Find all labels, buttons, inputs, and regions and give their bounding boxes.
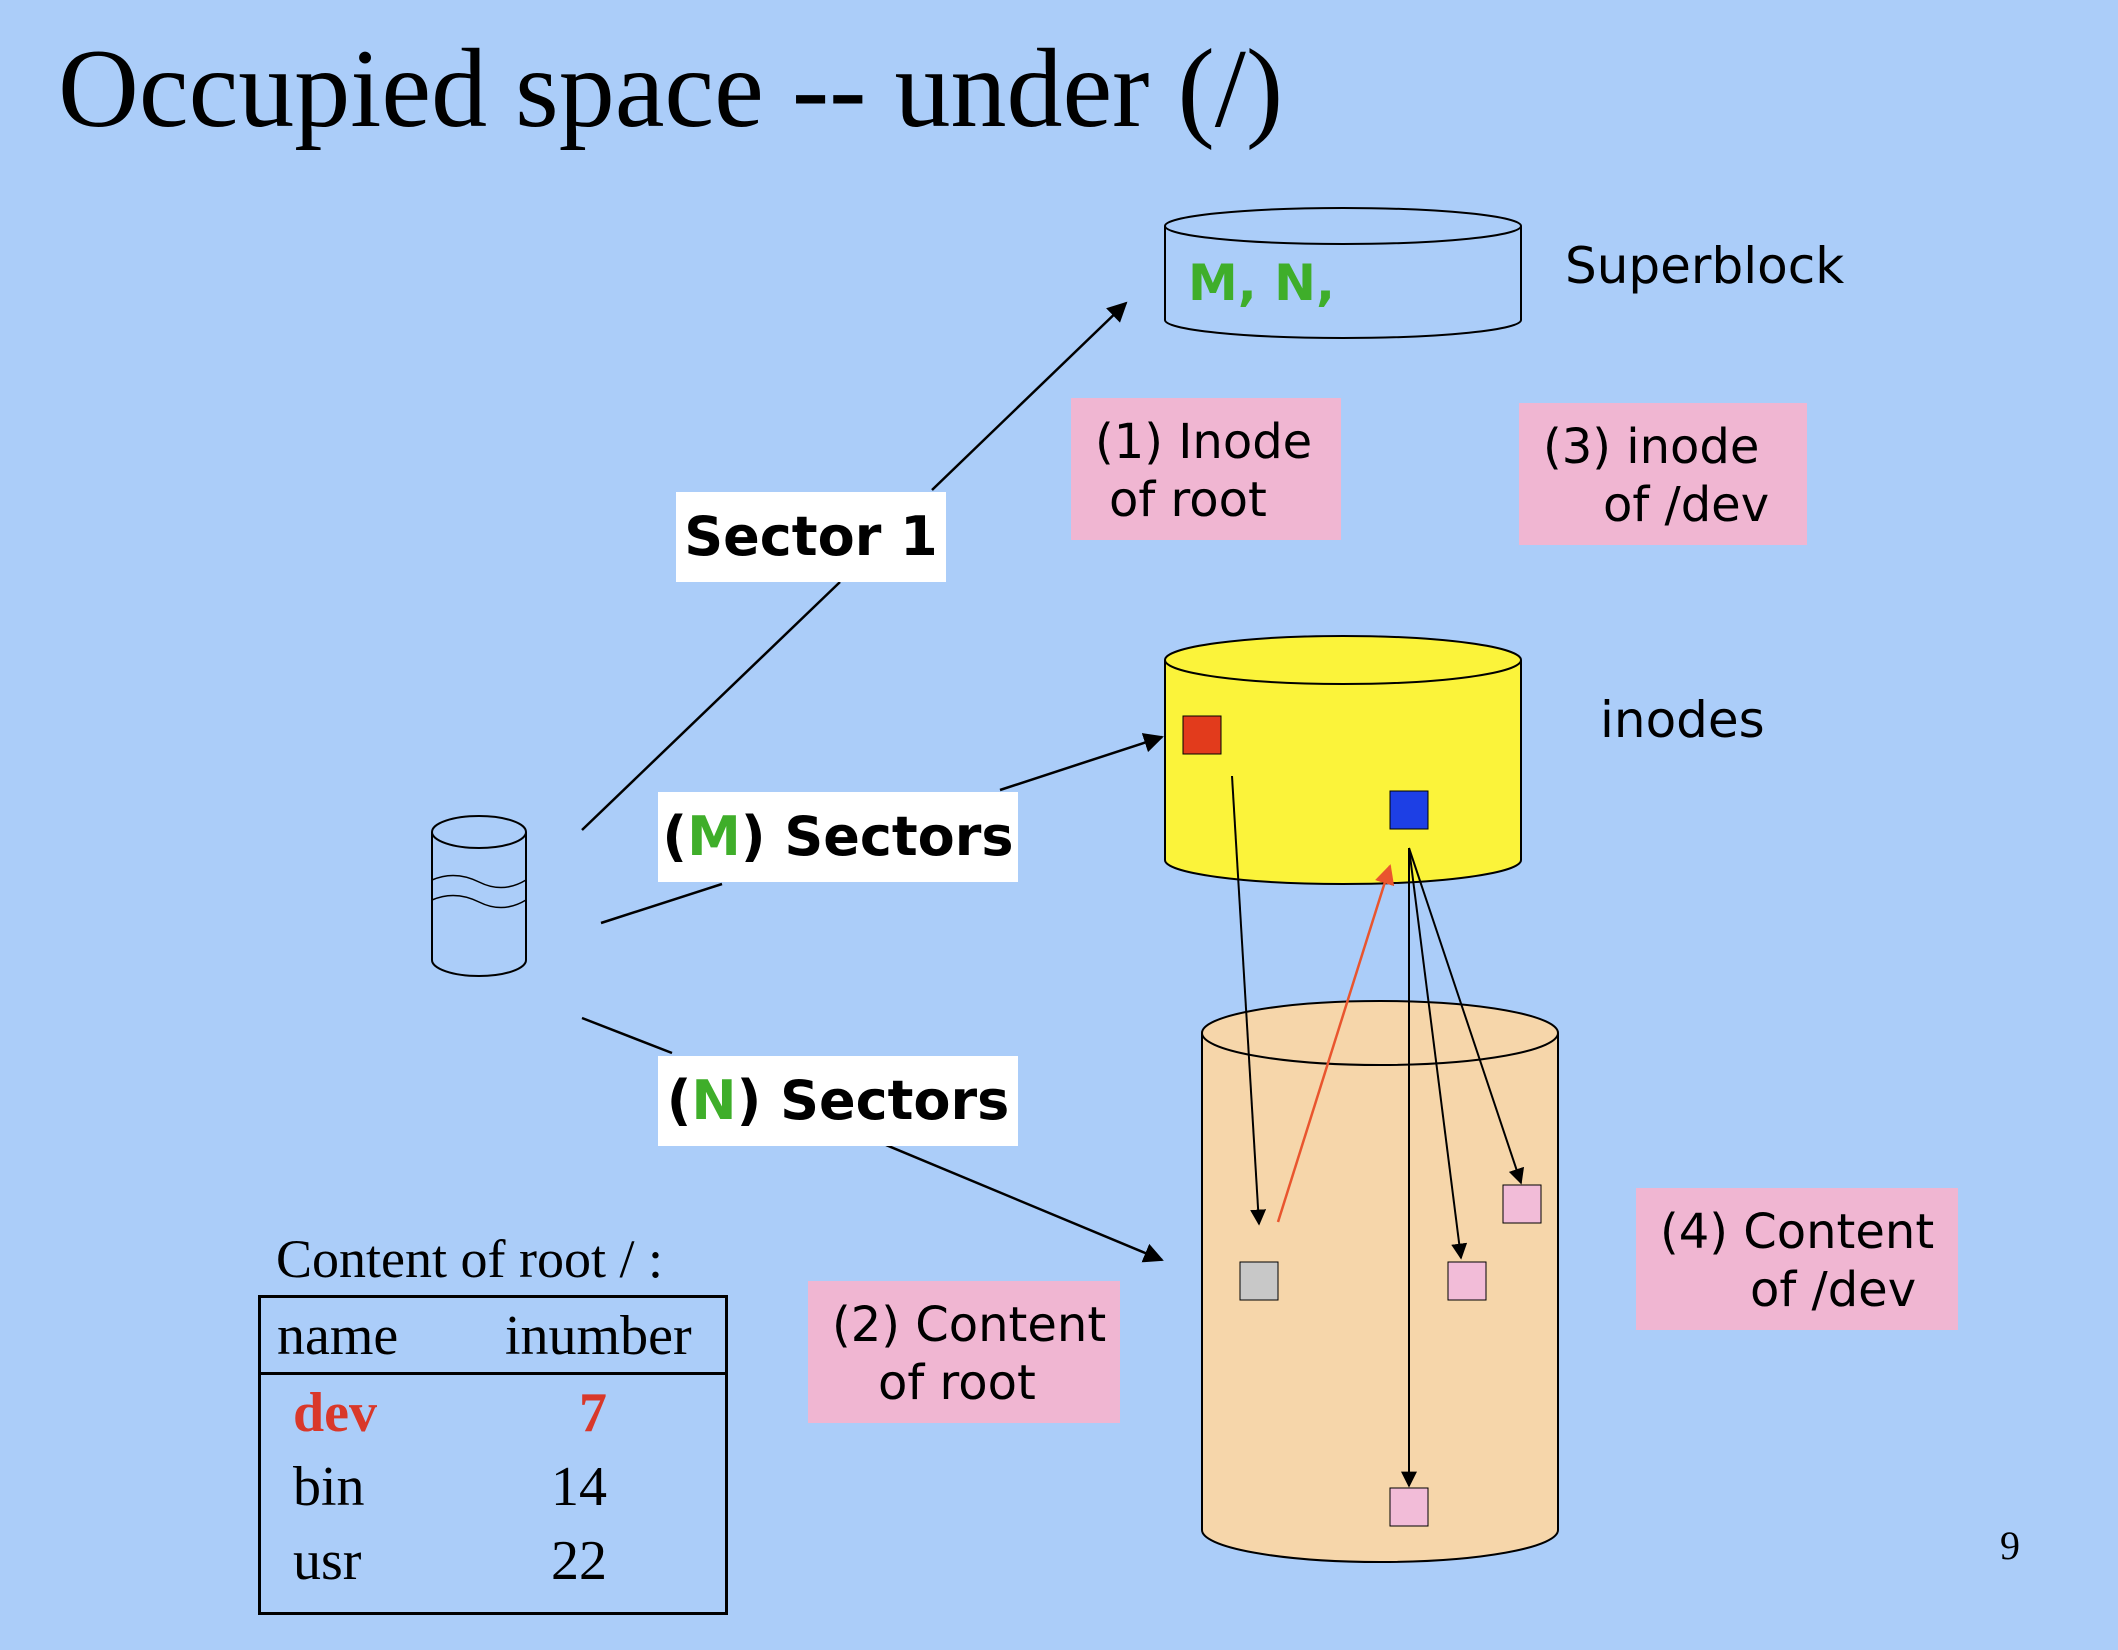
row-inumber: 7 — [579, 1382, 607, 1444]
disk-icon — [431, 815, 527, 977]
root-content-block — [1239, 1261, 1279, 1301]
superblock-content: M, N, — [1188, 254, 1335, 312]
superblock-cylinder — [1164, 207, 1522, 339]
row-inumber: 22 — [551, 1530, 607, 1592]
callout-content-of-dev: (4) Content of /dev — [1636, 1188, 1958, 1330]
callout-inode-of-root: (1) Inode of root — [1071, 398, 1341, 540]
callout-content-of-root: (2) Content of root — [808, 1281, 1120, 1423]
root-table-caption: Content of root / : — [276, 1229, 663, 1289]
dev-content-block — [1502, 1184, 1542, 1224]
dev-inode-marker — [1389, 790, 1429, 830]
dev-inode-to-block-arrow — [1408, 847, 1525, 1185]
page-number: 9 — [2000, 1523, 2020, 1568]
root-inode-to-content-arrow — [1231, 775, 1267, 1226]
root-directory-table: name inumber dev 7 bin 14 usr 22 — [258, 1295, 728, 1615]
m-sectors-arrow — [999, 733, 1164, 792]
superblock-label: Superblock — [1565, 237, 1845, 295]
m-sectors-label: (M) Sectors — [658, 792, 1018, 882]
slide-title: Occupied space -- under (/) — [58, 27, 1284, 151]
table-row: bin 14 — [261, 1449, 725, 1523]
row-name: dev — [293, 1382, 377, 1444]
dev-content-block — [1389, 1487, 1429, 1527]
m-sectors-line-lower — [600, 882, 723, 925]
root-inode-marker — [1182, 715, 1222, 755]
n-sectors-arrow — [885, 1143, 1164, 1263]
sector1-arrow — [931, 301, 1128, 491]
table-row: dev 7 — [261, 1375, 725, 1449]
row-inumber: 14 — [551, 1456, 607, 1518]
m-letter: M — [687, 804, 741, 868]
root-content-to-dev-inode-arrow — [1276, 864, 1395, 1223]
callout-inode-of-dev: (3) inode of /dev — [1519, 403, 1807, 545]
n-sectors-label: (N) Sectors — [658, 1056, 1018, 1146]
inodes-cylinder — [1164, 635, 1522, 885]
inodes-label: inodes — [1600, 691, 1765, 749]
n-sectors-line-lower — [581, 1016, 673, 1055]
row-name: usr — [293, 1530, 362, 1592]
sector1-label: Sector 1 — [676, 492, 946, 582]
table-header: name inumber — [261, 1298, 725, 1375]
data-blocks-cylinder — [1201, 1000, 1559, 1563]
n-letter: N — [691, 1068, 737, 1132]
dev-inode-to-block-arrow — [1408, 847, 1468, 1260]
dev-content-block — [1447, 1261, 1487, 1301]
header-inumber: inumber — [505, 1305, 692, 1367]
header-name: name — [277, 1305, 399, 1367]
table-row: usr 22 — [261, 1523, 725, 1597]
row-name: bin — [293, 1456, 365, 1518]
sector1-line-lower — [581, 581, 841, 831]
